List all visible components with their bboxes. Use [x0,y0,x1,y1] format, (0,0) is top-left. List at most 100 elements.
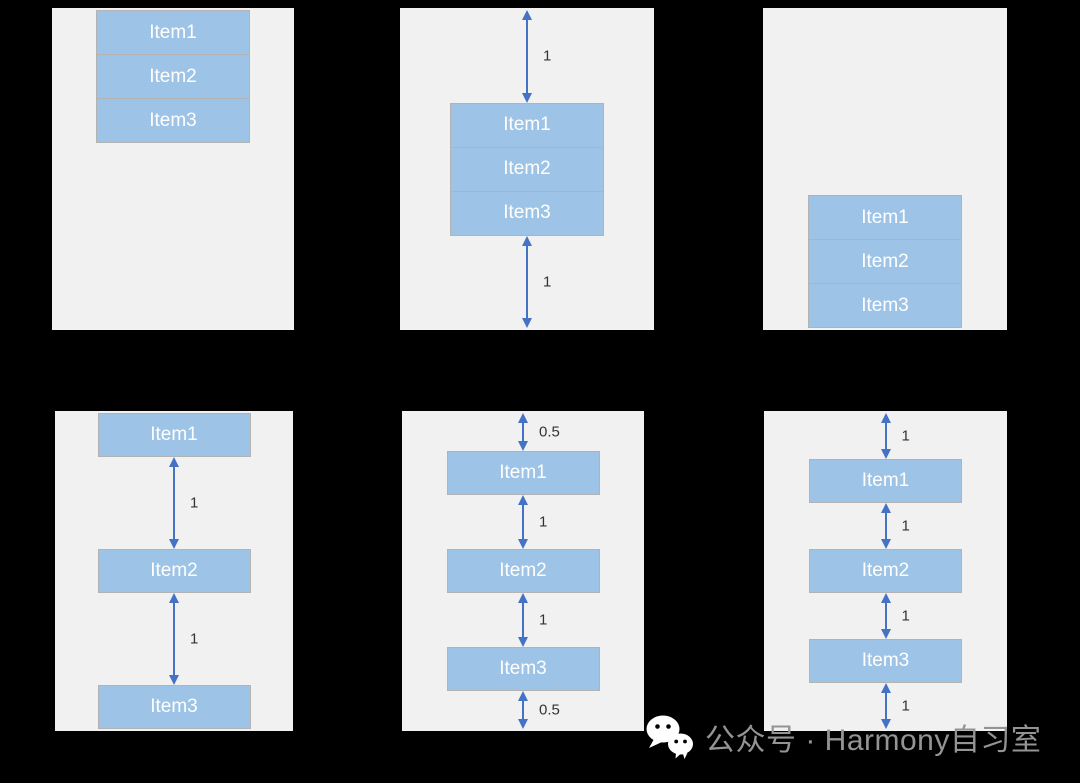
arrow-line [173,467,175,539]
gap-ratio-label: 1 [543,47,552,65]
arrow-down-head [880,449,891,459]
arrow-up-head [518,593,528,603]
gap-ratio-label: 1 [190,630,199,648]
arrow-down-head [518,440,528,451]
arrow-line [173,603,175,675]
arrow-up-head [518,494,528,505]
arrow-up-head [169,457,179,467]
gap-ratio-label: 0.5 [539,701,560,719]
flex-item: Item1 [97,413,251,457]
spacing-gap: 1 [764,683,1007,729]
arrow-up-head [880,593,891,603]
flex-item: Item3 [451,190,603,235]
flex-item: Item1 [451,103,603,147]
flex-item: Item3 [97,685,251,729]
gap-ratio-label: 1 [901,697,910,715]
spacing-gap: 1 [400,10,654,103]
double-arrow-icon [518,691,528,729]
arrow-down-head [518,637,528,648]
arrow-down-head [518,539,528,549]
flex-item: Item2 [809,239,961,283]
watermark-text: 公众号 · Harmony自习室 [705,724,1042,757]
double-arrow-icon [880,683,891,729]
arrow-line [522,423,524,441]
double-arrow-icon [518,593,528,648]
double-arrow-icon [518,494,528,549]
arrow-up-head [169,593,179,603]
arrow-down-head [880,629,891,639]
arrow-down-head [518,719,528,729]
spacing-gap: 1 [764,593,1007,639]
arrow-up-head [518,413,528,423]
flex-item: Item2 [446,549,600,593]
flex-item: Item1 [809,459,962,503]
arrow-up-head [880,503,891,513]
flex-item: Item2 [97,549,251,593]
flex-item: Item3 [97,98,249,142]
spacing-gap: 0.5 [402,413,644,451]
spacing-gap: 1 [55,593,293,685]
gap-ratio-label: 1 [901,427,910,445]
arrow-up-head [880,413,891,423]
spacing-gap: 1 [402,494,644,549]
flex-item: Item3 [809,639,962,683]
flex-item: Item2 [451,146,603,191]
gap-ratio-label: 1 [543,273,552,291]
watermark: 公众号 · Harmony自习室 [644,714,1041,760]
arrow-line [522,504,524,539]
flex-item: Item1 [97,11,249,54]
double-arrow-icon [880,503,891,549]
gap-ratio-label: 0.5 [539,423,560,441]
arrow-down-head [169,539,179,549]
spacing-gap: 0.5 [402,691,644,729]
arrow-up-head [522,10,532,20]
flex-item: Item1 [446,450,600,495]
double-arrow-icon [522,235,532,328]
arrow-line [884,693,887,719]
arrow-line [884,513,887,539]
gap-ratio-label: 1 [539,513,548,531]
spacing-gap: 1 [764,413,1007,459]
double-arrow-icon [169,457,179,549]
double-arrow-icon [169,593,179,685]
double-arrow-icon [518,413,528,451]
spacing-gap: 1 [400,235,654,328]
empty-space [763,10,1007,195]
arrow-up-head [518,691,528,702]
arrow-down-head [880,539,891,549]
double-arrow-icon [880,413,891,459]
flex-item: Item2 [809,549,962,593]
spacing-gap: 1 [55,457,293,549]
arrow-up-head [522,235,532,246]
arrow-line [526,245,528,318]
spacing-gap: 1 [402,593,644,648]
arrow-down-head [169,675,179,685]
gap-ratio-label: 1 [539,611,548,629]
arrow-line [884,423,887,449]
arrow-line [522,701,524,719]
empty-space [52,143,294,328]
flex-item: Item3 [446,647,600,692]
arrow-line [884,603,887,629]
gap-ratio-label: 1 [901,517,910,535]
arrow-down-head [522,92,532,103]
flex-item: Item1 [809,196,961,239]
wechat-icon [646,715,693,759]
double-arrow-icon [522,10,532,103]
arrow-up-head [880,683,891,693]
arrow-line [526,20,528,93]
gap-ratio-label: 1 [901,607,910,625]
spacing-gap: 1 [764,503,1007,549]
double-arrow-icon [880,593,891,639]
flex-item: Item3 [809,283,961,327]
